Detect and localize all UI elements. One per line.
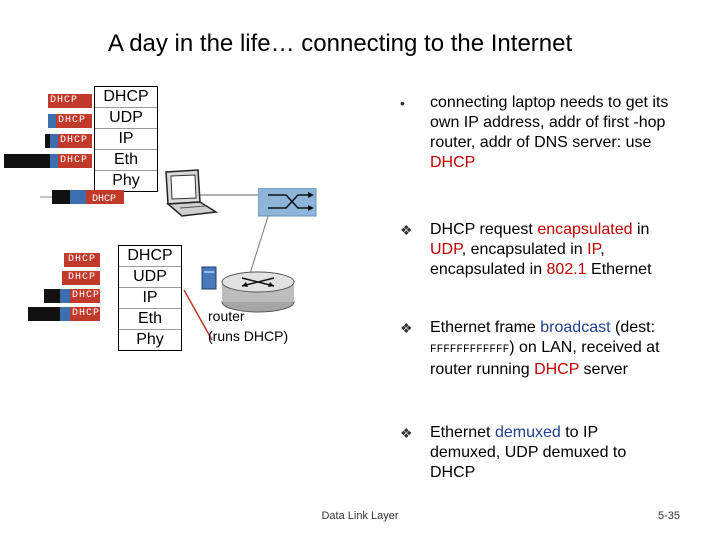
router-encapsulation-blocks bbox=[28, 253, 100, 321]
bullet-segment: server bbox=[579, 361, 629, 378]
frag-label-2: DHCP bbox=[58, 115, 87, 126]
router-layer-dhcp: DHCP bbox=[119, 246, 181, 267]
bullet-segment: Ethernet frame bbox=[430, 319, 541, 336]
bullet-segment: encapsulated bbox=[537, 221, 633, 238]
router-encapsulation: DHCP DHCP DHCP DHCP bbox=[22, 252, 102, 327]
bullet-text-4: Ethernet demuxed to IP demuxed, UDP demu… bbox=[430, 423, 665, 483]
bullet-text-2: DHCP request encapsulated in UDP, encaps… bbox=[430, 220, 688, 280]
bullet-segment: in bbox=[632, 221, 650, 238]
router-frag-label-2: DHCP bbox=[68, 272, 97, 283]
bullet-dot-icon: • bbox=[400, 95, 405, 111]
bullet-segment: (dest: bbox=[610, 319, 656, 336]
bullet-segment: DHCP request bbox=[430, 221, 538, 238]
bullet-segment: Ethernet bbox=[430, 424, 495, 441]
frag-label-4: DHCP bbox=[60, 155, 89, 166]
bullet-segment: DHCP bbox=[430, 154, 476, 171]
bullet-segment: Ethernet bbox=[586, 261, 652, 278]
switch-icon bbox=[258, 188, 317, 217]
laptop-layer-udp: UDP bbox=[95, 108, 157, 129]
laptop-frame-header bbox=[4, 154, 46, 168]
laptop-icon bbox=[165, 169, 219, 217]
diamond-bullet-icon: ❖ bbox=[400, 320, 413, 336]
bullet-segment: to IP demuxed, UDP demuxed to DHCP bbox=[430, 424, 627, 481]
network-diagram: DHCP bbox=[40, 190, 271, 341]
laptop-encapsulation-blocks bbox=[44, 94, 92, 168]
laptop-layer-dhcp: DHCP bbox=[95, 87, 157, 108]
bullet-text-3: Ethernet frame broadcast (dest: FFFFFFFF… bbox=[430, 318, 692, 380]
bullet-segment: IP bbox=[587, 241, 601, 258]
diamond-bullet-icon: ❖ bbox=[400, 425, 413, 441]
router-layer-udp: UDP bbox=[119, 267, 181, 288]
laptop-layer-eth: Eth bbox=[95, 150, 157, 171]
router-icon bbox=[221, 271, 295, 313]
bullet-list: • connecting laptop needs to get its own… bbox=[400, 93, 690, 493]
router-layer-ip: IP bbox=[119, 288, 181, 309]
bullet-segment: ) on LAN, received at router running bbox=[430, 339, 660, 378]
bullet-segment: DHCP bbox=[534, 361, 580, 378]
router-frag-label-3: DHCP bbox=[72, 290, 101, 301]
bullet-segment: UDP bbox=[430, 241, 462, 258]
router-layer-eth: Eth bbox=[119, 309, 181, 330]
page-title: A day in the life… connecting to the Int… bbox=[107, 30, 573, 57]
footer-section-title: Data Link Layer bbox=[321, 510, 399, 522]
bullet-segment: broadcast bbox=[540, 319, 611, 336]
router-layer-phy: Phy bbox=[136, 331, 164, 348]
router-label: router (runs DHCP) bbox=[208, 308, 289, 344]
laptop-encapsulation: DHCP DHCP DHCP DHCP bbox=[44, 93, 94, 168]
bullet-text-1: connecting laptop needs to get its own I… bbox=[430, 93, 685, 173]
laptop-layer-phy: Phy bbox=[112, 172, 140, 189]
svg-text:DHCP: DHCP bbox=[92, 194, 116, 205]
bullet-segment: demuxed bbox=[494, 424, 561, 441]
frag-label-3: DHCP bbox=[60, 135, 89, 146]
frag-label-1: DHCP bbox=[50, 95, 79, 106]
bullet-segment: 802.1 bbox=[546, 261, 587, 278]
bullet-segment: connecting laptop needs to get its own I… bbox=[430, 94, 669, 151]
footer-page-number: 5-35 bbox=[657, 510, 680, 522]
router-frag-label-1: DHCP bbox=[68, 254, 97, 265]
bullet-segment: FFFFFFFFFFFF bbox=[430, 344, 510, 356]
bullet-segment: , encapsulated in bbox=[461, 241, 588, 258]
router-protocol-stack: DHCP UDP IP Eth Phy bbox=[118, 245, 182, 351]
laptop-layer-ip: IP bbox=[95, 129, 157, 150]
router-frag-label-4: DHCP bbox=[72, 308, 101, 319]
bullet-segment: , encapsulated in bbox=[430, 241, 605, 278]
diamond-bullet-icon: ❖ bbox=[400, 222, 413, 238]
laptop-protocol-stack: DHCP UDP IP Eth Phy bbox=[94, 86, 158, 192]
server-icon bbox=[201, 266, 217, 290]
